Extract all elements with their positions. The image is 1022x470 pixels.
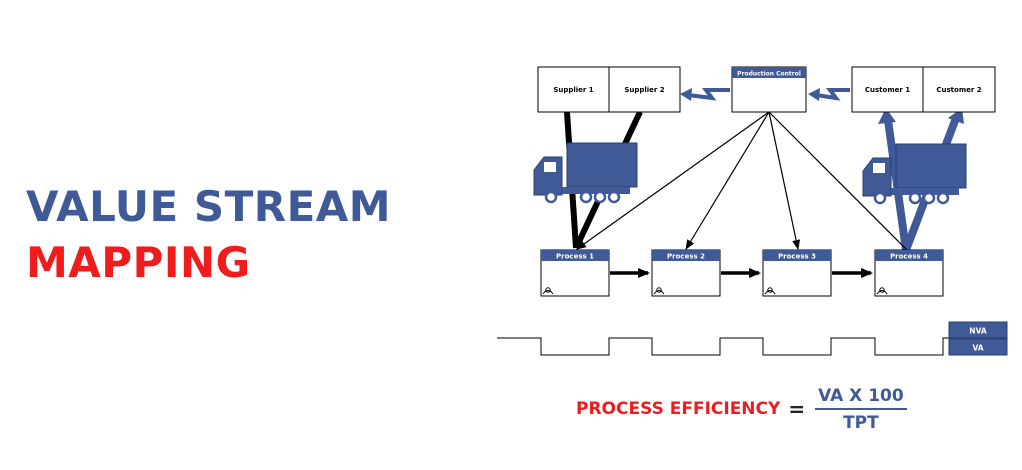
process-1-label: Process 1 [556,253,594,261]
operator-icon [653,287,665,295]
electronic-info-arrow-from-customer [808,88,850,101]
schedule-line-process-1 [576,111,770,250]
truck-icon [862,143,967,205]
production-control-label: Production Control [737,71,801,78]
process-box-1: Process 1 [540,249,610,297]
customer-2-label: Customer 2 [936,86,981,94]
supplier-box: Supplier 1 Supplier 2 [537,66,681,113]
va-label: VA [972,344,983,353]
supplier-2-label: Supplier 2 [624,86,664,94]
customer-shipment-arrowhead-1 [878,108,896,124]
formula-denominator: TPT [843,412,879,433]
nva-label: NVA [969,327,987,336]
process-efficiency-formula: PROCESS EFFICIENCY = VA X 100 TPT [576,386,907,433]
process-box-4: Process 4 [874,249,944,297]
operator-icon [542,287,554,295]
title-line-2: MAPPING [26,238,251,287]
supplier-1-label: Supplier 1 [553,86,593,94]
customer-box: Customer 1 Customer 2 [851,66,996,113]
operator-icon [876,287,888,295]
process-box-3: Process 3 [762,249,832,297]
process-3-label: Process 3 [778,253,816,261]
formula-label: PROCESS EFFICIENCY [576,399,781,419]
production-control-box: Production Control [731,66,807,113]
title-line-1: VALUE STREAM [26,182,392,231]
truck-icon [533,142,638,204]
process-box-2: Process 2 [651,249,721,297]
process-2-label: Process 2 [667,253,705,261]
schedule-line-process-3 [768,111,801,250]
customer-1-label: Customer 1 [865,86,910,94]
timeline-ladder [497,337,949,356]
schedule-line-process-2 [685,111,770,250]
operator-icon [764,287,776,295]
formula-fraction: VA X 100 TPT [815,386,907,433]
formula-numerator: VA X 100 [815,386,907,410]
timeline-summary-box: NVA VA [948,321,1008,356]
schedule-line-process-4 [768,111,907,250]
formula-equals: = [788,397,806,421]
process-4-label: Process 4 [890,253,928,261]
electronic-info-arrow-to-supplier [680,88,730,101]
